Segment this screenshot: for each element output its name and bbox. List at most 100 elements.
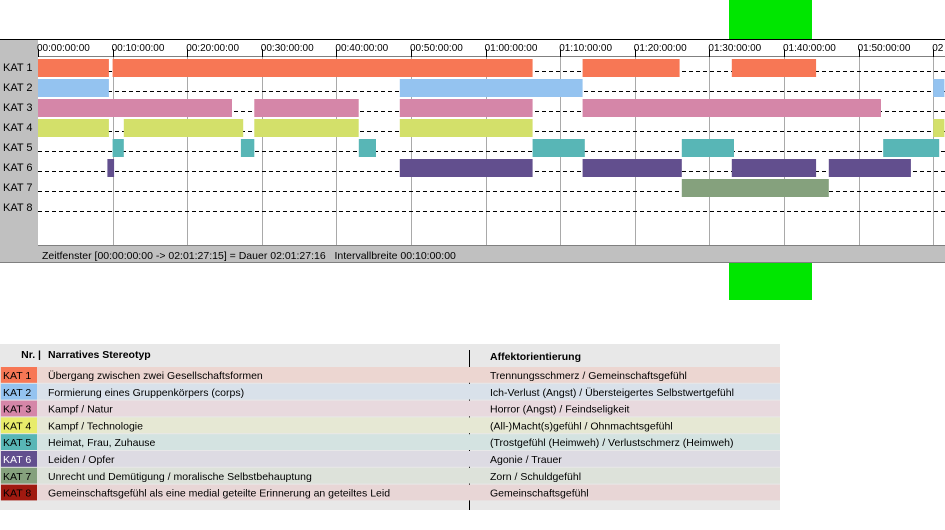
legend-affekt: Agonie / Trauer bbox=[490, 454, 562, 466]
timeline-segment-kat-5[interactable] bbox=[240, 139, 255, 157]
timeline-header-strip bbox=[38, 39, 945, 57]
timeline-tick-label: 00:00:00:00 bbox=[37, 43, 90, 54]
legend-swatch bbox=[1, 400, 37, 417]
legend-nr: KAT 2 bbox=[3, 387, 31, 399]
timeline-segment-kat-3[interactable] bbox=[254, 99, 359, 117]
legend-affekt: Horror (Angst) / Feindseligkeit bbox=[490, 404, 630, 416]
legend-affekt: Trennungsschmerz / Gemeinschaftsgefühl bbox=[490, 370, 687, 382]
timeline-tick-label: 00:20:00:00 bbox=[186, 43, 239, 54]
timeline-tick-label: 01:10:00:00 bbox=[559, 43, 612, 54]
timeline-segment-kat-6[interactable] bbox=[107, 159, 115, 177]
status-text: Zeitfenster [00:00:00:00 -> 02:01:27:15]… bbox=[42, 250, 456, 262]
category-label: KAT 6 bbox=[3, 162, 33, 174]
category-label: KAT 5 bbox=[3, 142, 33, 154]
timeline-segment-kat-2[interactable] bbox=[399, 79, 583, 97]
legend-header-affekt: Affektorientierung bbox=[490, 351, 581, 363]
timeline-segment-kat-4[interactable] bbox=[254, 119, 359, 137]
legend-nr: KAT 7 bbox=[3, 471, 31, 483]
legend-nr: KAT 8 bbox=[3, 488, 31, 500]
timeline-segment-kat-4[interactable] bbox=[933, 119, 945, 137]
legend-table: Nr. | Narratives Stereotyp Affektorienti… bbox=[0, 344, 780, 510]
timeline-segment-kat-3[interactable] bbox=[828, 99, 881, 117]
highlight-marker-top bbox=[729, 0, 812, 39]
legend-row bbox=[0, 383, 780, 400]
timeline-segment-kat-6[interactable] bbox=[399, 159, 533, 177]
timeline-segment-kat-6[interactable] bbox=[582, 159, 682, 177]
category-label: KAT 3 bbox=[3, 102, 33, 114]
timeline-tick-label: 01:40:00:00 bbox=[783, 43, 836, 54]
legend-row bbox=[0, 367, 780, 383]
legend-affekt: Gemeinschaftsgefühl bbox=[490, 488, 589, 500]
timeline-tick-label: 00:10:00:00 bbox=[112, 43, 165, 54]
legend-stereotyp: Kampf / Natur bbox=[48, 404, 113, 416]
timeline-segment-kat-3[interactable] bbox=[582, 99, 874, 117]
timeline-segment-kat-6[interactable] bbox=[828, 159, 911, 177]
legend-stereotyp: Gemeinschaftsgefühl als eine medial gete… bbox=[48, 488, 390, 500]
legend-swatch bbox=[1, 434, 37, 450]
timeline-tick-label: 01:50:00:00 bbox=[858, 43, 911, 54]
category-label: KAT 4 bbox=[3, 122, 33, 134]
timeline-tick-label: 01:00:00:00 bbox=[485, 43, 538, 54]
timeline-segment-kat-5[interactable] bbox=[358, 139, 376, 157]
timeline-segment-kat-1[interactable] bbox=[112, 59, 533, 77]
legend-nr: KAT 4 bbox=[3, 420, 31, 432]
timeline-segment-kat-5[interactable] bbox=[112, 139, 124, 157]
legend-stereotyp: Unrecht und Demütigung / moralische Selb… bbox=[48, 471, 312, 483]
legend-nr: KAT 6 bbox=[3, 454, 31, 466]
timeline-segment-kat-3[interactable] bbox=[38, 99, 232, 117]
legend-stereotyp: Kampf / Technologie bbox=[48, 420, 143, 432]
status-bar bbox=[38, 245, 945, 263]
timeline-segment-kat-5[interactable] bbox=[883, 139, 940, 157]
timeline-tick-label: 01:20:00:00 bbox=[634, 43, 687, 54]
timeline-tick-label: 01:30:00:00 bbox=[708, 43, 761, 54]
timeline-segment-kat-4[interactable] bbox=[38, 119, 109, 137]
legend-affekt: (All-)Macht(s)gefühl / Ohnmachtsgefühl bbox=[490, 420, 673, 432]
category-label: KAT 2 bbox=[3, 82, 33, 94]
legend-row bbox=[0, 484, 780, 501]
legend-row bbox=[0, 434, 780, 450]
legend-swatch bbox=[1, 383, 37, 400]
legend-nr: KAT 3 bbox=[3, 404, 31, 416]
legend-row bbox=[0, 417, 780, 434]
legend-stereotyp: Übergang zwischen zwei Gesellschaftsform… bbox=[48, 370, 263, 382]
timeline-tick-label: 02 bbox=[932, 43, 944, 54]
legend-stereotyp: Heimat, Frau, Zuhause bbox=[48, 437, 156, 449]
legend-row bbox=[0, 451, 780, 467]
legend-swatch bbox=[1, 484, 37, 501]
category-label: KAT 7 bbox=[3, 182, 33, 194]
legend-nr: KAT 1 bbox=[3, 370, 31, 382]
timeline-segment-kat-6[interactable] bbox=[731, 159, 817, 177]
highlight-marker-bottom bbox=[729, 263, 812, 300]
category-label: KAT 1 bbox=[3, 62, 33, 74]
legend-row bbox=[0, 467, 780, 484]
timeline-segment-kat-2[interactable] bbox=[38, 79, 109, 97]
legend-header-nr: Nr. | bbox=[21, 349, 41, 361]
timeline-label-column bbox=[0, 39, 38, 263]
timeline-segment-kat-7[interactable] bbox=[681, 179, 829, 197]
legend-stereotyp: Formierung eines Gruppenkörpers (corps) bbox=[48, 387, 244, 399]
legend-swatch bbox=[1, 451, 37, 467]
timeline-segment-kat-4[interactable] bbox=[399, 119, 533, 137]
legend-affekt: Ich-Verlust (Angst) / Übersteigertes Sel… bbox=[490, 387, 734, 399]
timeline-segment-kat-1[interactable] bbox=[38, 59, 109, 77]
timeline-tick-label: 00:50:00:00 bbox=[410, 43, 463, 54]
timeline-segment-kat-5[interactable] bbox=[681, 139, 734, 157]
legend-nr: KAT 5 bbox=[3, 437, 31, 449]
legend-affekt: Zorn / Schuldgefühl bbox=[490, 471, 581, 483]
legend-affekt: (Trostgefühl (Heimweh) / Verlustschmerz … bbox=[490, 437, 734, 449]
timeline-segment-kat-2[interactable] bbox=[933, 79, 945, 97]
timeline-segment-kat-3[interactable] bbox=[399, 99, 533, 117]
legend-swatch bbox=[1, 417, 37, 434]
legend-header-stereotyp: Narratives Stereotyp bbox=[48, 349, 151, 361]
legend-row bbox=[0, 400, 780, 417]
category-label: KAT 8 bbox=[3, 202, 33, 214]
timeline-segment-kat-4[interactable] bbox=[123, 119, 244, 137]
timeline-tick-label: 00:30:00:00 bbox=[261, 43, 314, 54]
timeline-segment-kat-1[interactable] bbox=[582, 59, 680, 77]
timeline-chart[interactable]: 00:00:00:00 00:10:00:00 00:20:00:00 00:30:0… bbox=[0, 39, 945, 263]
timeline-segment-kat-1[interactable] bbox=[731, 59, 817, 77]
timeline-tick-label: 00:40:00:00 bbox=[335, 43, 388, 54]
legend-stereotyp: Leiden / Opfer bbox=[48, 454, 115, 466]
timeline-segment-kat-5[interactable] bbox=[532, 139, 585, 157]
legend-swatch bbox=[1, 367, 37, 383]
